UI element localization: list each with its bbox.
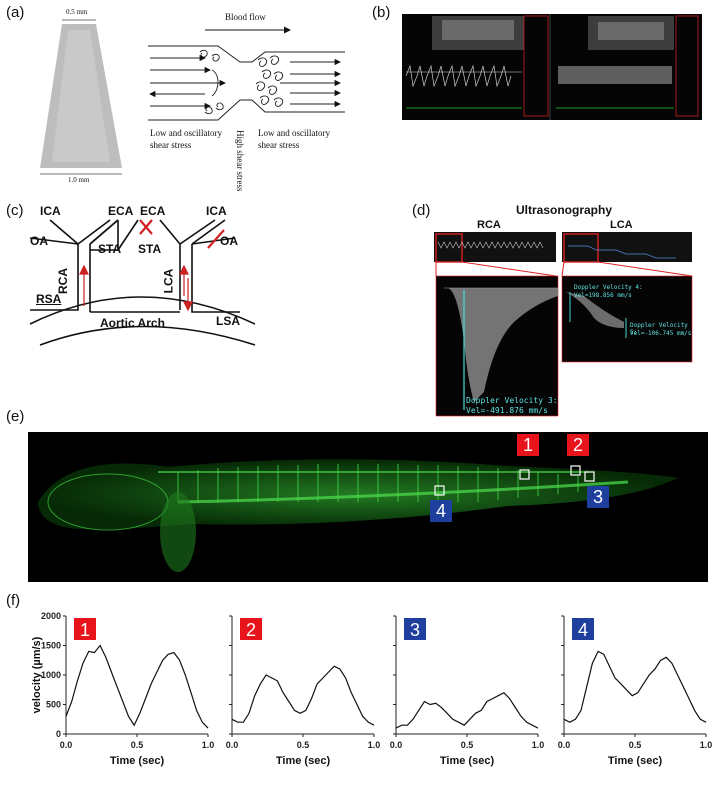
panel-label-e: (e) [6,408,25,425]
panel-d-rca-label: RCA [477,219,501,231]
chart-1-xtick-label: 0.0 [60,740,73,750]
panel-d-title: Ultrasonography [516,203,613,217]
panel-label-c: (c) [6,202,24,219]
roi-box-3 [584,471,595,482]
label-eca-left: ECA [108,204,134,218]
chart-3-xlabel: Time (sec) [440,755,495,767]
chart-3-xtick-label: 0.0 [390,740,403,750]
ultrasound-doppler-images [402,14,702,120]
roi-box-2 [570,465,581,476]
chart-2-xlabel: Time (sec) [276,755,331,767]
label-sta-right: STA [138,242,162,256]
panel-a-diagram [40,19,345,175]
right-stress-label-2: shear stress [258,140,300,150]
chart-1-ylabel: velocity (µm/s) [31,636,43,713]
chart-4-badge-label: 4 [578,620,588,640]
rca-velocity-title: Doppler Velocity 3: [466,396,558,405]
marker-badge-4: 4 [430,500,452,522]
label-lca: LCA [161,268,176,294]
label-rca: RCA [56,268,70,294]
chart-2-xtick-label: 0.0 [226,740,239,750]
right-stress-label-1: Low and oscillatory [258,128,330,138]
chart-2-xtick-label: 0.5 [297,740,310,750]
left-stress-label-1: Low and oscillatory [150,128,222,138]
label-oa-right: OA [220,234,238,248]
chart-4-xtick-label: 0.0 [558,740,571,750]
label-rsa: RSA [36,292,62,306]
lca-velocity4-value: Vel=198.856 mm/s [574,292,632,299]
chart-2-badge-label: 2 [246,620,256,640]
marker-badge-1: 1 [517,434,539,456]
panel-d-lca-label: LCA [610,219,633,231]
panel-b [402,14,702,120]
chart-1-ytick-label: 0 [56,729,61,739]
chart-1-ytick-label: 500 [46,700,61,710]
chart-1-ytick-label: 1500 [41,641,61,651]
vessel-bottom-width: 1.0 mm [68,176,90,184]
chart-4-series-line [563,650,707,723]
label-eca-right: ECA [140,204,166,218]
chart-1-series-line [65,644,209,729]
chart-1-xtick-label: 0.5 [131,740,144,750]
left-stress-label-2: shear stress [150,140,192,150]
label-oa-left: OA [30,234,48,248]
panel-a: 0.5 mm 1.0 mm Blood flow Low and oscilla… [0,0,370,200]
lca-velocity5-title: Doppler Velocity 5: [630,322,688,336]
zebrafish-fluorescence-image [38,459,678,572]
blood-flow-label: Blood flow [225,12,266,22]
marker-badge-2: 2 [567,434,589,456]
doppler-rca-lca-images [434,232,693,417]
marker-badge-3: 3 [587,486,609,508]
chart-4-xtick-label: 1.0 [700,740,713,750]
panel-d: Doppler Velocity 3: Vel=-491.876 mm/s Do… [434,232,694,418]
panel-label-f: (f) [6,592,21,609]
lca-velocity4-title: Doppler Velocity 4: [574,284,643,291]
chart-3-badge-label: 3 [410,620,420,640]
chart-1-ytick-label: 1000 [41,670,61,680]
panel-label-a: (a) [6,4,25,21]
chart-2-badge [240,618,262,640]
label-ica-left: ICA [40,204,61,218]
chart-1-badge [74,618,96,640]
chart-1-xtick-label: 1.0 [202,740,215,750]
vessel-top-width: 0.5 mm [66,8,88,16]
label-ica-right: ICA [206,204,227,218]
high-shear-label: High shear stress [235,130,245,192]
chart-3-xtick-label: 0.5 [461,740,474,750]
chart-3-series-line [395,691,539,729]
chart-3-badge [404,618,426,640]
label-lsa: LSA [216,314,240,328]
panel-c: ICA ECA ECA ICA OA OA STA STA RCA LCA RS… [20,200,260,350]
panel-label-b: (b) [372,4,391,21]
chart-4-xtick-label: 0.5 [629,740,642,750]
panel-label-d: (d) [412,202,431,219]
chart-2-xtick-label: 1.0 [368,740,381,750]
roi-box-1 [519,469,530,480]
lca-velocity5-value: Vel=-106.745 mm/s [630,330,692,337]
chart-4-xlabel: Time (sec) [608,755,663,767]
label-aortic-arch: Aortic Arch [100,316,165,330]
carotid-ligation-diagram [29,219,256,346]
chart-1-ytick-label: 2000 [41,611,61,621]
panel-e [28,432,708,582]
chart-1-badge-label: 1 [80,620,90,640]
chart-2-series-line [231,665,375,726]
chart-4-badge [572,618,594,640]
label-sta-left: STA [98,242,122,256]
rca-velocity-value: Vel=-491.876 mm/s [466,406,548,415]
roi-box-4 [434,485,445,496]
chart-3-xtick-label: 1.0 [532,740,545,750]
chart-1-xlabel: Time (sec) [110,755,165,767]
